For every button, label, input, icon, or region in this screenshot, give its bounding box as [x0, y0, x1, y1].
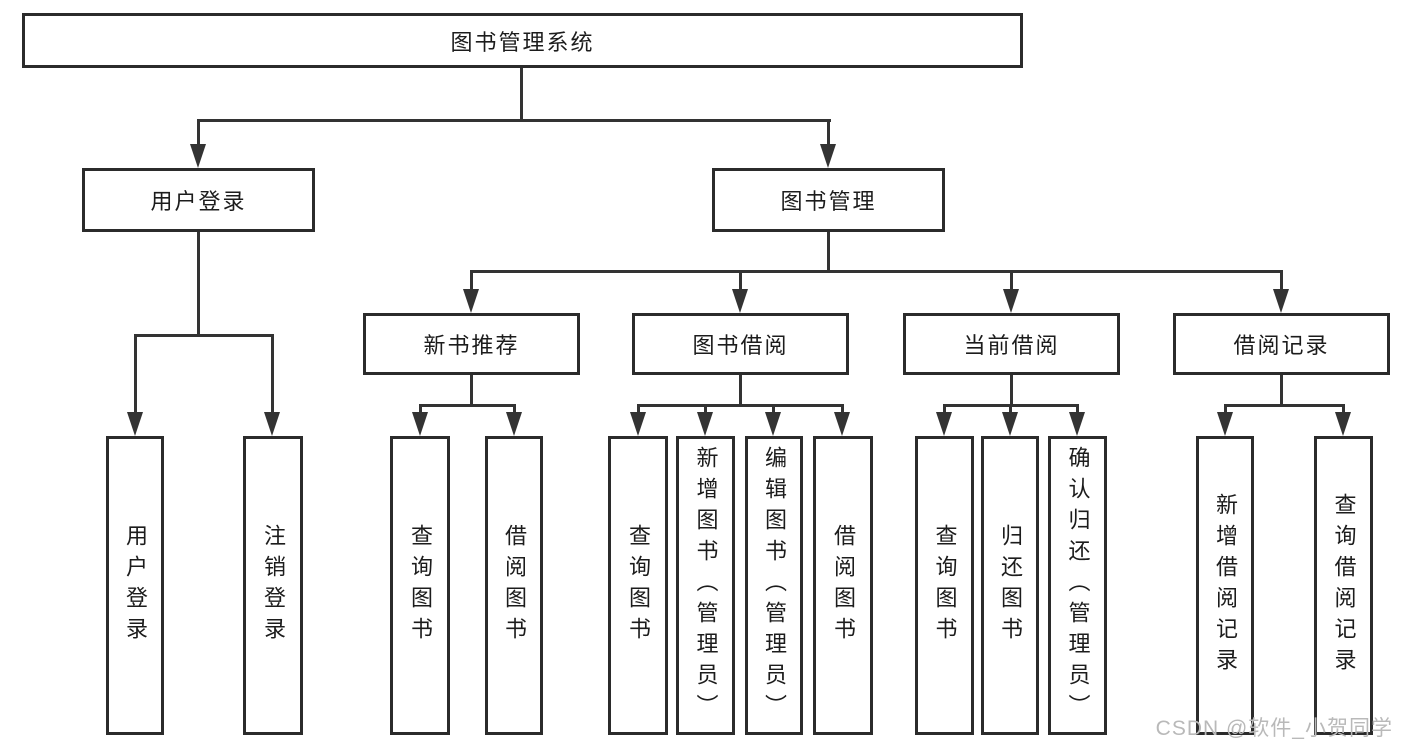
leaf-borrow-books-borrowing: 借阅图书: [813, 436, 873, 735]
leaf-borrow-books-recommend: 借阅图书: [485, 436, 543, 735]
arrow-down-icon: [1069, 412, 1085, 436]
arrow-down-icon: [190, 144, 206, 168]
node-root-library-management-system: 图书管理系统: [22, 13, 1023, 68]
connector-line: [134, 334, 137, 414]
connector-line: [1342, 404, 1345, 416]
node-new-book-recommendation: 新书推荐: [363, 313, 580, 375]
connector-line: [1009, 404, 1012, 416]
connector-line: [1010, 375, 1013, 406]
connector-line: [419, 404, 422, 416]
arrow-down-icon: [936, 412, 952, 436]
node-current-borrowing: 当前借阅: [903, 313, 1120, 375]
connector-line: [470, 270, 473, 292]
arrow-down-icon: [1217, 412, 1233, 436]
connector-line: [841, 404, 844, 416]
connector-line: [704, 404, 707, 416]
connector-line: [271, 334, 274, 414]
node-user-login: 用户登录: [82, 168, 315, 232]
connector-line: [827, 119, 830, 147]
connector-line: [943, 404, 946, 416]
arrow-down-icon: [630, 412, 646, 436]
connector-line: [827, 232, 830, 273]
connector-line: [134, 334, 274, 337]
arrow-down-icon: [697, 412, 713, 436]
arrow-down-icon: [1335, 412, 1351, 436]
leaf-query-books-current: 查询图书: [915, 436, 974, 735]
leaf-confirm-return-admin: 确认归还（管理员）: [1048, 436, 1107, 735]
connector-line: [197, 119, 200, 147]
connector-line: [739, 375, 742, 406]
arrow-down-icon: [1002, 412, 1018, 436]
connector-line: [470, 270, 1282, 273]
node-book-borrowing: 图书借阅: [632, 313, 849, 375]
connector-line: [470, 375, 473, 406]
arrow-down-icon: [127, 412, 143, 436]
arrow-down-icon: [820, 144, 836, 168]
connector-line: [1280, 270, 1283, 292]
connector-line: [419, 404, 516, 407]
arrow-down-icon: [412, 412, 428, 436]
leaf-logout: 注销登录: [243, 436, 303, 735]
node-borrowing-records: 借阅记录: [1173, 313, 1390, 375]
connector-line: [637, 404, 844, 407]
connector-line: [1280, 375, 1283, 406]
leaf-add-books-admin: 新增图书（管理员）: [676, 436, 735, 735]
arrow-down-icon: [732, 289, 748, 313]
connector-line: [1224, 404, 1345, 407]
node-book-management: 图书管理: [712, 168, 945, 232]
leaf-add-borrow-record: 新增借阅记录: [1196, 436, 1254, 735]
leaf-return-books: 归还图书: [981, 436, 1039, 735]
connector-line: [739, 270, 742, 292]
arrow-down-icon: [1273, 289, 1289, 313]
connector-line: [1224, 404, 1227, 416]
arrow-down-icon: [834, 412, 850, 436]
connector-line: [1010, 270, 1013, 292]
arrow-down-icon: [765, 412, 781, 436]
arrow-down-icon: [264, 412, 280, 436]
connector-line: [772, 404, 775, 416]
leaf-edit-books-admin: 编辑图书（管理员）: [745, 436, 803, 735]
connector-line: [197, 119, 831, 122]
connector-line: [520, 68, 523, 122]
connector-line: [637, 404, 640, 416]
connector-line: [1076, 404, 1079, 416]
arrow-down-icon: [506, 412, 522, 436]
leaf-query-borrow-record: 查询借阅记录: [1314, 436, 1373, 735]
connector-line: [197, 232, 200, 336]
leaf-query-books-borrowing: 查询图书: [608, 436, 668, 735]
leaf-query-books-recommend: 查询图书: [390, 436, 450, 735]
connector-line: [513, 404, 516, 416]
arrow-down-icon: [1003, 289, 1019, 313]
csdn-watermark: CSDN @软件_小贺同学: [1155, 717, 1393, 740]
arrow-down-icon: [463, 289, 479, 313]
leaf-user-login: 用户登录: [106, 436, 164, 735]
